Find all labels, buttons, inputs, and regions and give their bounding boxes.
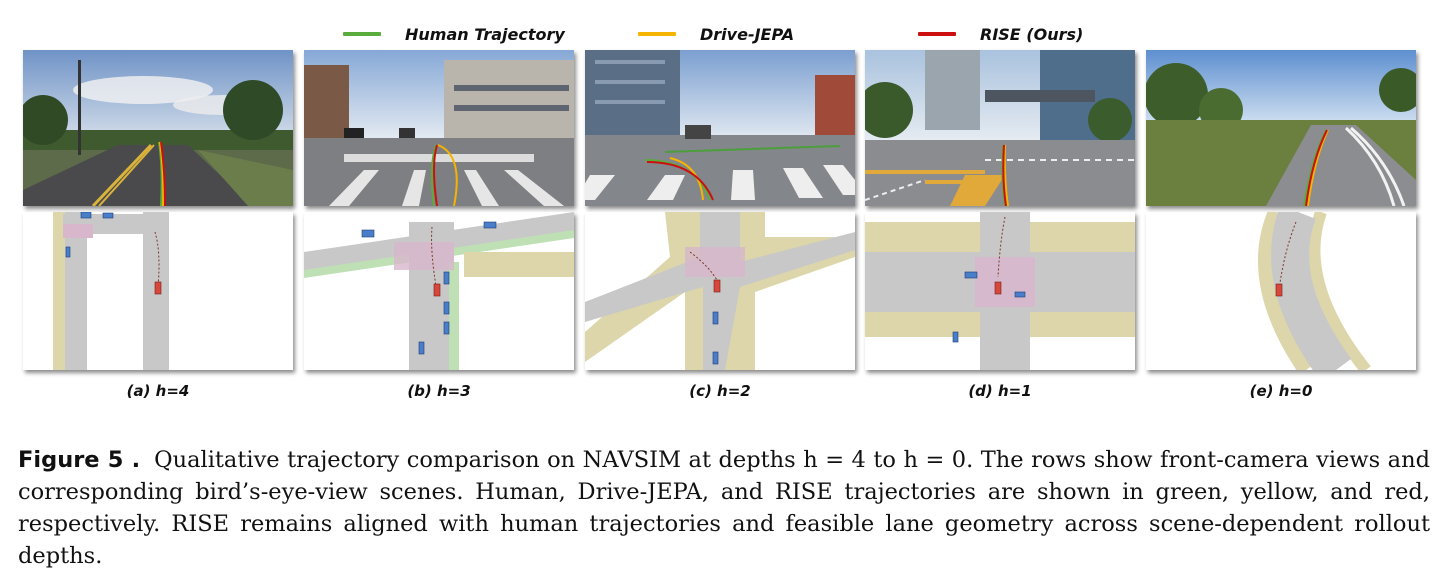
camera-view-c — [585, 50, 855, 206]
legend-label-rise: RISE (Ours) — [980, 24, 1084, 44]
legend-swatch-rise — [918, 32, 956, 36]
legend-label-human: Human Trajectory — [405, 24, 565, 44]
bev-view-e — [1146, 212, 1416, 370]
legend-item-human: Human Trajectory — [343, 22, 565, 46]
figure-label: Figure 5 . — [18, 447, 141, 473]
panel-caption-a: (a) h=4 — [126, 382, 190, 400]
camera-view-e — [1146, 50, 1416, 206]
legend-swatch-human — [343, 32, 381, 36]
figure-caption-text: Qualitative trajectory comparison on NAV… — [18, 447, 1430, 569]
panel-caption-b: (b) h=3 — [407, 382, 471, 400]
legend-swatch-drive-jepa — [638, 32, 676, 36]
camera-view-b — [304, 50, 574, 206]
camera-view-d — [865, 50, 1135, 206]
panel-caption-c: (c) h=2 — [689, 382, 751, 400]
legend-item-rise: RISE (Ours) — [918, 22, 1083, 46]
bev-view-a — [23, 212, 293, 370]
panel-caption-d: (d) h=1 — [968, 382, 1032, 400]
bev-view-b — [304, 212, 574, 370]
bev-view-c — [585, 212, 855, 370]
legend-item-drive-jepa: Drive-JEPA — [638, 22, 794, 46]
camera-view-a — [23, 50, 293, 206]
legend-label-drive-jepa: Drive-JEPA — [700, 24, 795, 44]
figure-caption: Figure 5 .Qualitative trajectory compari… — [18, 444, 1430, 572]
bev-view-d — [865, 212, 1135, 370]
panel-caption-e: (e) h=0 — [1249, 382, 1313, 400]
